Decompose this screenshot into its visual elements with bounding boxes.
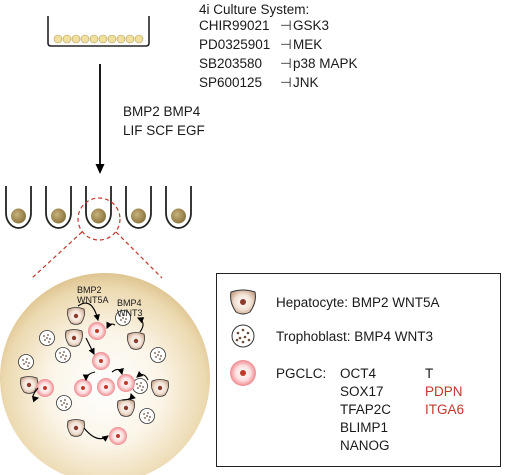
trophoblast-cells [18,310,166,424]
legend-pgclc-label: PGCLC: [276,366,327,381]
pgclc-marker-red: ITGA6 [425,402,465,417]
pgclc-marker-red: PDPN [425,384,463,399]
inhibitor-drug: SP600125 [199,75,263,90]
signal-label-a-line2: WNT5A [77,295,109,305]
signal-label-b-line2: WNT3 [117,308,143,318]
u-bottom-wells [5,186,192,229]
hepatocyte-legend-icon [230,289,256,315]
signaling-arrows [31,302,149,442]
signal-label-a-line1: BMP2 [77,285,102,295]
inhibition-symbol: ⊣ [280,37,292,52]
inhibitor-target: GSK3 [293,18,330,33]
pgclc-cells [36,322,135,445]
pgclc-marker: BLIMP1 [340,420,389,435]
pgclc-marker: T [425,366,434,381]
hepatocyte-cells [20,307,169,437]
inhibitor-drug: PD0325901 [199,37,271,52]
pgclc-marker: OCT4 [340,366,377,381]
legend-trophoblast-text: Trophoblast: BMP4 WNT3 [276,329,434,344]
embryoid-spheroids [11,208,186,224]
inhibitor-target: MEK [293,37,323,52]
pgclc-marker: TFAP2C [340,402,392,417]
inhibition-symbol: ⊣ [280,56,292,71]
legend-hepatocyte-text: Hepatocyte: BMP2 WNT5A [276,295,440,310]
inhibitor-target: p38 MAPK [293,56,358,71]
pgclc-marker: SOX17 [340,384,384,399]
signal-label-b-line1: BMP4 [117,298,142,308]
inhibitor-drug: CHIR99021 [199,18,270,33]
zoom-indicator [31,197,163,279]
growth-factors-line2: LIF SCF EGF [123,123,205,138]
inhibition-symbol: ⊣ [280,75,292,90]
inhibitor-drug: SB203580 [199,56,263,71]
inhibition-symbol: ⊣ [280,18,292,33]
growth-factors-line1: BMP2 BMP4 [123,104,201,119]
embryoid-body [0,273,210,475]
culture-system-title: 4i Culture System: [199,2,310,17]
process-arrow [95,64,105,174]
pgclc-legend-icon [230,360,256,386]
pgclc-marker: NANOG [340,438,390,453]
trophoblast-legend-icon [231,324,255,348]
legend-box [216,273,501,467]
culture-dish-icon [47,16,150,47]
inhibitor-target: JNK [293,75,319,90]
